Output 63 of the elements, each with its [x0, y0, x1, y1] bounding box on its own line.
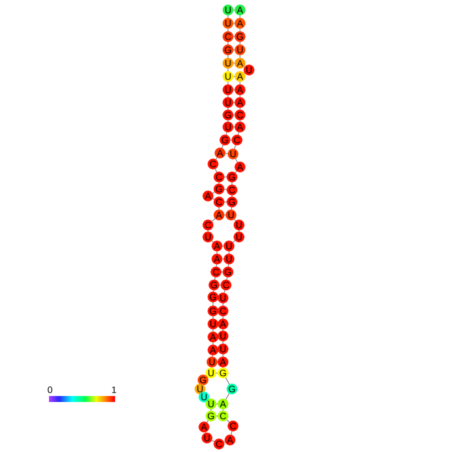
backbone-line	[225, 393, 230, 400]
backbone-line	[212, 342, 214, 345]
backbone-line	[212, 316, 214, 319]
scale-label: 1	[112, 386, 116, 393]
backbone-line	[222, 409, 224, 411]
backbone-line	[212, 329, 214, 332]
backbone-line	[230, 430, 232, 436]
base-pair-line	[233, 76, 235, 77]
base-pair-line	[222, 258, 224, 260]
backbone-line	[224, 290, 226, 294]
base-pair-line	[233, 114, 235, 116]
base-pair-line	[224, 176, 227, 178]
backbone-line	[238, 230, 240, 232]
backbone-line	[210, 409, 212, 411]
base-pair-line	[225, 153, 228, 154]
base-pair-line	[224, 189, 227, 190]
base-pair-line	[233, 102, 235, 103]
backbone-line	[228, 264, 229, 267]
backbone-line	[225, 377, 230, 385]
backbone-line	[222, 144, 224, 148]
backbone-line	[212, 355, 213, 357]
backbone-line	[201, 392, 203, 394]
backbone-line	[222, 316, 224, 319]
backbone-line	[213, 290, 214, 292]
base-pair-line	[219, 284, 221, 286]
base-pair-line	[233, 62, 235, 64]
backbone-line	[216, 157, 218, 160]
base-pair-line	[233, 22, 235, 24]
backbone-line	[235, 170, 237, 174]
backbone-line	[211, 240, 214, 243]
backbone-line	[234, 144, 236, 150]
backbone-line	[231, 207, 232, 210]
backbone-line	[235, 158, 238, 163]
backbone-line	[222, 354, 224, 357]
base-pair-line	[233, 36, 235, 37]
scale-label: 0	[48, 386, 52, 394]
backbone-line	[238, 132, 240, 136]
backbone-line	[214, 276, 216, 280]
base-pair-line	[224, 214, 226, 216]
backbone-line	[218, 207, 220, 210]
backbone-line	[212, 302, 214, 306]
base-pair-line	[233, 89, 235, 90]
base-pair-line	[216, 372, 218, 374]
backbone-line	[222, 303, 224, 306]
backbone-line	[200, 384, 202, 386]
backbone-line	[211, 440, 215, 442]
backbone-line	[214, 168, 218, 172]
base-pair-line	[233, 126, 235, 128]
backbone-line	[226, 276, 228, 280]
backbone-line	[212, 218, 216, 222]
backbone-line	[226, 132, 228, 136]
backbone-line	[232, 240, 236, 243]
backbone-line	[222, 329, 224, 331]
backbone-line	[228, 251, 230, 254]
backbone-line	[212, 198, 215, 200]
backbone-line	[216, 264, 217, 267]
backbone-line	[206, 420, 208, 423]
backbone-line	[234, 218, 236, 222]
backbone-line	[222, 341, 224, 344]
backbone-line	[216, 251, 218, 254]
backbone-line	[218, 182, 220, 184]
backbone-line	[212, 192, 215, 194]
backbone-line	[226, 419, 230, 423]
